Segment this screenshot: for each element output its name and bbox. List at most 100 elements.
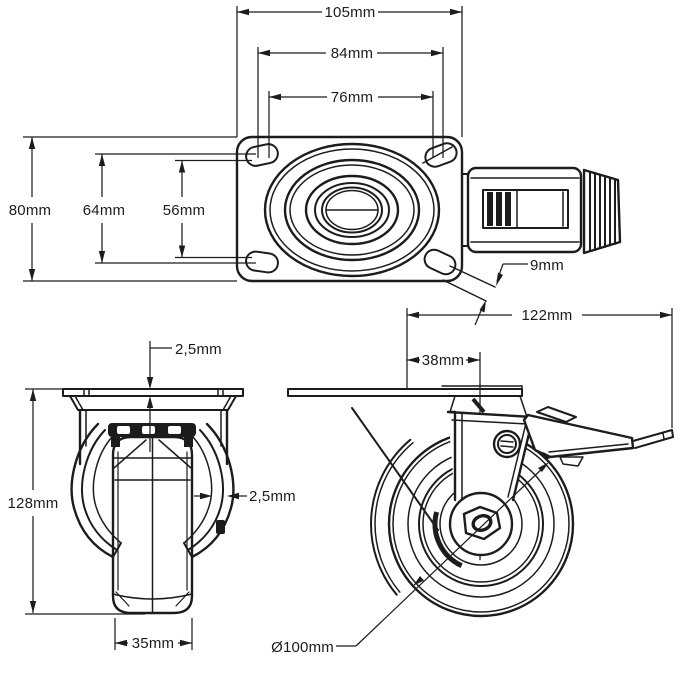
dim-plate-thickness-label: 2,5mm (175, 341, 222, 358)
arrowhead (237, 8, 249, 16)
arrowhead (178, 160, 186, 173)
arrowhead (269, 93, 281, 101)
kingpin-bolt-inner (497, 434, 517, 454)
slot-axis-line (422, 146, 453, 164)
dim-hole-spacing-depth-label: 64mm (83, 202, 125, 219)
brake-pin (216, 520, 225, 534)
hub (448, 491, 514, 557)
fork-flange-arc (370, 438, 412, 596)
arrowhead (98, 251, 106, 263)
bearing-slot (117, 426, 130, 434)
arrowhead (200, 492, 212, 500)
arrowhead (29, 601, 37, 613)
plate-side (287, 385, 523, 397)
leg-arc (70, 422, 115, 559)
wheel-ring (269, 148, 435, 272)
arrowhead (450, 8, 462, 16)
leg-arc (81, 429, 118, 551)
bolt-slot (423, 248, 457, 276)
arrowhead (407, 311, 419, 319)
fork-edge-line (507, 418, 528, 498)
dim-overall-depth-label: 80mm (9, 202, 51, 219)
fork-legs (70, 422, 235, 559)
dim-overall-length-label: 122mm (521, 307, 572, 324)
arrowhead (98, 154, 106, 166)
leg-foot (112, 542, 122, 558)
arrowhead (28, 269, 36, 281)
leg-arc (183, 436, 213, 544)
front-view-dimensions: 2,5mm 2,5mm 128mm 35mm (7, 341, 296, 652)
pedal-tab (536, 406, 577, 423)
top-view (235, 135, 622, 302)
arrowhead (115, 639, 127, 647)
pedal-lever-line (632, 429, 673, 442)
dim-inner-spacing-width-label: 76mm (331, 89, 373, 106)
pedal-lever-tick (662, 432, 665, 440)
tread-outline (111, 435, 194, 615)
dim-swivel-offset-label: 38mm (422, 352, 464, 369)
fork-top-line (451, 419, 529, 425)
tread-chamfer (158, 439, 192, 469)
housing-outline (466, 166, 583, 254)
bolt-slot-line (500, 445, 514, 448)
pedal-inner-line (548, 443, 629, 453)
plate-section (62, 388, 244, 397)
bolt-slots (245, 142, 496, 302)
pedal-body (522, 413, 635, 459)
fork-body-fill (448, 412, 533, 500)
dim-hole-spacing-width-label: 84mm (331, 45, 373, 62)
fork-flange-arc (374, 442, 414, 593)
slider-rib (496, 192, 502, 226)
slot-extension-line (442, 279, 487, 302)
arrowhead (413, 576, 424, 586)
arrowhead (421, 93, 433, 101)
fork-neck-line (519, 395, 528, 418)
arrowhead (407, 356, 419, 364)
brake-slider (482, 189, 569, 229)
dim-leg-thickness-label: 2,5mm (249, 488, 296, 505)
arrowhead (496, 272, 503, 286)
brake-housing (461, 166, 622, 255)
arrowhead (538, 462, 549, 472)
wheel-front (111, 435, 194, 615)
wheel-side (370, 430, 575, 618)
pedal-end-cap (582, 168, 622, 255)
arrowhead (227, 492, 239, 500)
arrowhead (180, 639, 192, 647)
arrowhead (28, 137, 36, 149)
drum-latch (559, 456, 584, 467)
bearing-ring (304, 174, 400, 246)
tread-line (112, 593, 193, 600)
dim-inner-spacing-depth-label: 56mm (163, 202, 205, 219)
swivel-bearing-rings (263, 142, 441, 278)
leg-arc (190, 422, 235, 559)
dim-overall-height-label: 128mm (7, 495, 58, 512)
slider-rib (487, 192, 493, 226)
arrowhead (178, 245, 186, 258)
flange-inner-line (222, 395, 232, 411)
mounting-plate-outline (235, 135, 464, 283)
brake-pedal (522, 406, 674, 467)
bearing-ring (314, 182, 390, 238)
fork-far-leg-edge (351, 407, 439, 531)
kingpin-ring (321, 186, 383, 234)
plate-bar (287, 388, 523, 397)
arrowhead (468, 356, 480, 364)
wheel-ring (263, 142, 441, 278)
bearing-ring (283, 158, 421, 262)
flange-inner-line (74, 395, 84, 411)
side-view (287, 352, 674, 618)
arrowhead (146, 377, 154, 389)
swivel-seal (471, 397, 486, 414)
axle-nut (462, 505, 502, 541)
arrowhead (660, 311, 672, 319)
bolt-slot (245, 143, 279, 167)
dim-slot-width-label: 9mm (530, 257, 564, 274)
leader-line (355, 464, 547, 647)
bolt-slot (424, 142, 458, 168)
arrowhead (29, 389, 37, 401)
tread-chamfer (115, 591, 130, 607)
bolt-slot (245, 250, 279, 274)
